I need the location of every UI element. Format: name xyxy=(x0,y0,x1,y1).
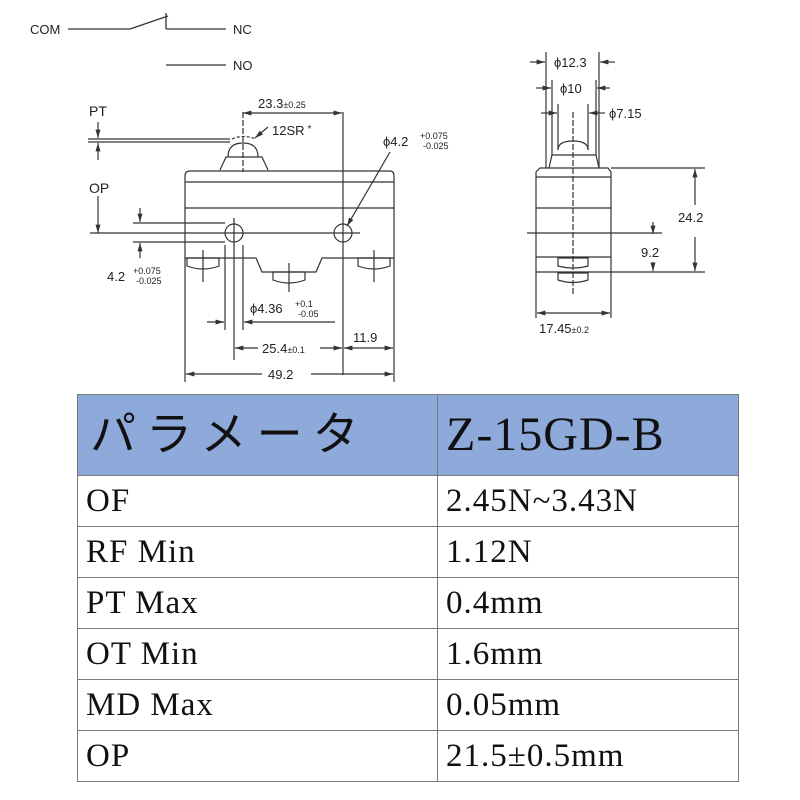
hole2-tol-minus: -0.05 xyxy=(298,309,319,319)
table-row: RF Min 1.12N xyxy=(77,526,739,578)
table-row: OP 21.5±0.5mm xyxy=(77,730,739,782)
header-param: パラメータ xyxy=(77,394,438,476)
hole-height-dim: 4.2 xyxy=(107,269,125,284)
mount-hole-tol-plus: +0.075 xyxy=(420,131,448,141)
dia-outer-dim: ϕ12.3 xyxy=(554,55,587,70)
table-row: OT Min 1.6mm xyxy=(77,628,739,680)
hole-pitch-dim: 25.4±0.1 xyxy=(262,341,305,356)
table-row: OF 2.45N~3.43N xyxy=(77,475,739,527)
row-param: MD Max xyxy=(77,679,438,731)
row-value: 1.6mm xyxy=(437,628,739,680)
table-row: MD Max 0.05mm xyxy=(77,679,739,731)
technical-drawing: COM NC NO xyxy=(30,13,705,382)
spec-table: パラメータ Z-15GD-B OF 2.45N~3.43N RF Min 1.1… xyxy=(77,394,739,782)
row-param: OF xyxy=(77,475,438,527)
row-param: OP xyxy=(77,730,438,782)
dia-plunger-dim: ϕ7.15 xyxy=(609,106,642,121)
row-value: 0.05mm xyxy=(437,679,739,731)
row-param: PT Max xyxy=(77,577,438,629)
hole-height-tol-minus: -0.025 xyxy=(136,276,162,286)
front-view xyxy=(88,110,395,382)
nc-label: NC xyxy=(233,22,252,37)
header-model: Z-15GD-B xyxy=(437,394,739,476)
hole-from-bottom-dim: 9.2 xyxy=(641,245,659,260)
body-width-dim: 17.45±0.2 xyxy=(539,321,589,336)
com-label: COM xyxy=(30,22,60,37)
hole-height-tol-plus: +0.075 xyxy=(133,266,161,276)
total-width-dim: 49.2 xyxy=(268,367,293,382)
op-label: OP xyxy=(89,180,109,196)
row-value: 1.12N xyxy=(437,526,739,578)
no-label: NO xyxy=(233,58,253,73)
hole2-dim: ϕ4.36 xyxy=(250,301,283,316)
circuit-symbol xyxy=(68,13,226,66)
row-value: 21.5±0.5mm xyxy=(437,730,739,782)
mount-hole-tol-minus: -0.025 xyxy=(423,141,449,151)
table-row: PT Max 0.4mm xyxy=(77,577,739,629)
row-value: 0.4mm xyxy=(437,577,739,629)
row-value: 2.45N~3.43N xyxy=(437,475,739,527)
body-height-dim: 24.2 xyxy=(678,210,703,225)
hole2-tol-plus: +0.1 xyxy=(295,299,313,309)
dia-mid-dim: ϕ10 xyxy=(560,81,582,96)
plunger-offset-dim: 23.3±0.25 xyxy=(258,96,306,111)
row-param: RF Min xyxy=(77,526,438,578)
plunger-radius-dim: 12SR* xyxy=(272,123,312,138)
mount-hole-dim: ϕ4.2 xyxy=(383,134,408,149)
side-view xyxy=(527,52,705,318)
row-param: OT Min xyxy=(77,628,438,680)
right-margin-dim: 11.9 xyxy=(353,330,377,345)
spec-table-header: パラメータ Z-15GD-B xyxy=(77,394,739,476)
pt-label: PT xyxy=(89,103,107,119)
